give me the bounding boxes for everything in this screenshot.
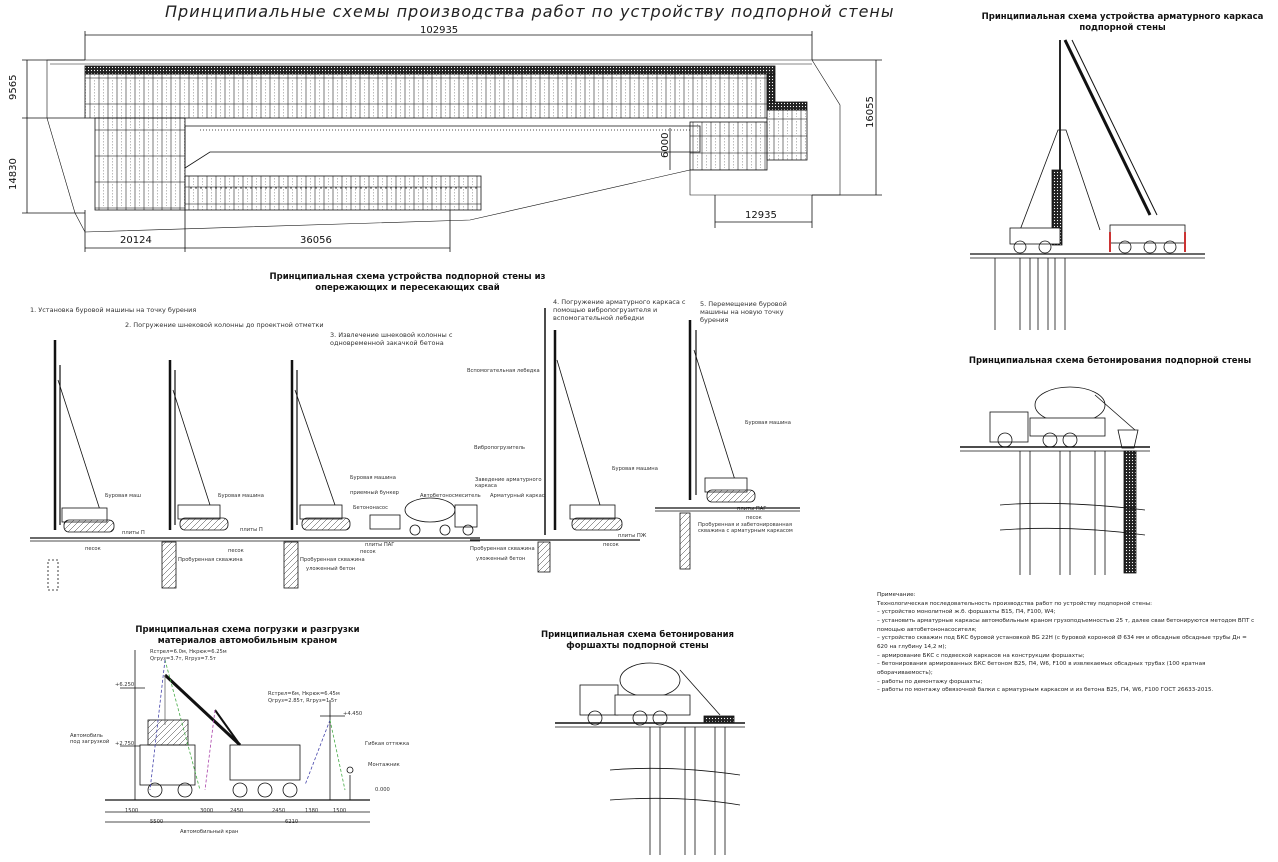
label-inlet: приемный бункер: [350, 490, 399, 496]
drill-rig-4: [537, 308, 623, 573]
ld-6: 1380: [305, 808, 319, 814]
step-1: 1. Установка буровой машины на точку бур…: [30, 306, 197, 314]
title-concrete-wall: Принципиальная схема бетонирования подпо…: [968, 356, 1252, 366]
label-winch: Вспомогательная лебедка: [467, 368, 540, 374]
label-crane: Автомобильный кран: [180, 829, 239, 835]
formwork-scheme: [555, 662, 745, 855]
page-title: Принципиальные схемы производства работ …: [165, 2, 895, 21]
title-concrete-formwork: Принципиальная схема бетонирования форша…: [540, 630, 735, 651]
label-well-3: Пробуренная скважина: [300, 557, 365, 563]
dim-bottom-mid: 36056: [300, 235, 332, 246]
crane-param-1: Rстрел=6.0м, Hкрюк=6.25м: [150, 649, 227, 655]
label-cage-in: Заведение арматурного каркаса: [475, 477, 542, 489]
step-2: 2. Погружение шнековой колонны до проект…: [125, 321, 324, 329]
level-4: 0.000: [375, 787, 390, 793]
label-sand-4: песок: [603, 542, 619, 548]
concrete-wall-scheme: [960, 386, 1150, 575]
label-operator: Монтажник: [368, 762, 400, 768]
drill-rig-1: [47, 340, 115, 591]
label-drill-3: Буровая машина: [350, 475, 396, 481]
note-line: – устройство скважин под БКС буровой уст…: [877, 635, 1247, 650]
level-3: +4.450: [343, 711, 363, 717]
label-well-5: Пробуренная и забетонированная скважина …: [698, 522, 793, 534]
plan-view: [22, 31, 882, 252]
dim-bottom-right: 12935: [745, 210, 777, 221]
label-slab-1: плиты П: [122, 530, 145, 536]
dim-bottom-left: 20124: [120, 235, 152, 246]
ld-3: 3000: [200, 808, 214, 814]
label-slab-4: плиты ПЖ: [618, 533, 647, 539]
notes-heading: Примечание:: [877, 592, 916, 598]
label-sand-1: песок: [85, 546, 101, 552]
pile-scheme: [30, 308, 800, 591]
step-5: 5. Перемещение буровой машины на новую т…: [700, 300, 787, 324]
label-drill-4: Буровая машина: [612, 466, 658, 472]
note-line: – устройство монолитной ж.б. форшахты В1…: [877, 609, 1056, 616]
label-well-4: Пробуренная скважина: [470, 546, 535, 552]
rebar-crane-scheme: [970, 39, 1205, 330]
label-sling: Гибкая оттяжка: [365, 741, 410, 747]
loading-scheme: [105, 650, 370, 823]
ld-5: 2450: [272, 808, 286, 814]
step-4: 4. Погружение арматурного каркаса с помо…: [553, 298, 686, 322]
label-drill-2: Буровая машина: [218, 493, 264, 499]
label-vibro: Вибропогрузитель: [474, 445, 525, 451]
title-piles: Принципиальная схема устройства подпорно…: [269, 272, 546, 293]
label-cage: Арматурный каркас: [490, 493, 545, 499]
notes: Примечание: Технологическая последовател…: [877, 591, 1257, 695]
label-truck: Автомобиль под загрузкой: [70, 733, 110, 745]
label-concrete-3: уложенный бетон: [306, 566, 356, 572]
ld-1: 1500: [125, 808, 139, 814]
label-slab-3: плиты ПАГ: [365, 542, 395, 548]
label-sand-3: песок: [360, 549, 376, 555]
note-line: – бетонирования армированных БКС бетоном…: [877, 661, 1206, 676]
crane-param-2: Qгруз=3.7т, Rгруз=7.5т: [150, 656, 216, 662]
label-sand-2: песок: [228, 548, 244, 554]
drill-rig-3: [283, 360, 478, 589]
label-slab-2: плиты П: [240, 527, 263, 533]
note-line: – установить арматурные каркасы автомоби…: [877, 617, 1255, 633]
label-pump: Бетононасос: [353, 505, 388, 511]
drill-rig-2: [161, 360, 229, 589]
drill-rig-5: [679, 320, 756, 570]
ld-7: 1500: [333, 808, 347, 814]
title-rebar: Принципиальная схема устройства арматурн…: [981, 12, 1264, 33]
label-sand-5: песок: [746, 515, 762, 521]
note-line: Технологическая последовательность произ…: [877, 600, 1153, 607]
crane-param-3: Rстрел=6м, Hкрюк=6.45м: [268, 691, 340, 697]
label-mixer: Автобетоносмеситель: [420, 493, 481, 499]
note-line: – работы по демонтажу форшахты;: [877, 678, 983, 685]
label-slab-5: плиты ПАГ: [737, 506, 767, 512]
level-1: +6.250: [115, 682, 135, 688]
label-well-2: Пробуренная скважина: [178, 557, 243, 563]
step-3: 3. Извлечение шнековой колонны с одновре…: [330, 331, 453, 347]
crane-param-4: Qгруз=2.85т, Rгруз=1.5т: [268, 698, 338, 704]
note-line: – работы по монтажу обвязочной балки с а…: [877, 687, 1214, 694]
label-concrete-4: уложенный бетон: [476, 556, 526, 562]
ld-4: 2450: [230, 808, 244, 814]
dim-total-length: 102935: [420, 25, 459, 36]
title-loading: Принципиальная схема погрузки и разгрузк…: [135, 625, 360, 646]
note-line: – армирование БКС с подвеской каркасов н…: [877, 652, 1085, 659]
label-drill-5: Буровая машина: [745, 420, 791, 426]
label-drill-1: Буровая маш: [105, 493, 141, 499]
level-2: +2.750: [115, 741, 135, 747]
